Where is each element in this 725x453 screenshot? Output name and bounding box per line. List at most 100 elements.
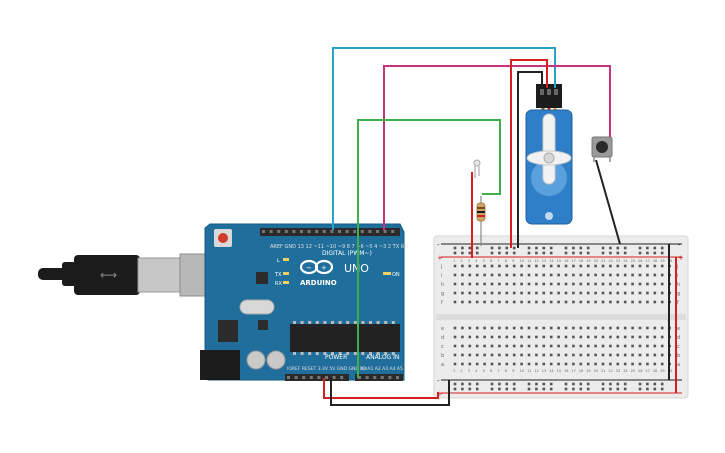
- power-pin[interactable]: [332, 376, 336, 379]
- breadboard-hole[interactable]: [653, 282, 657, 286]
- breadboard-hole[interactable]: [601, 362, 605, 366]
- servo-connector[interactable]: [536, 84, 562, 108]
- rail-hole[interactable]: [542, 382, 546, 386]
- breadboard-hole[interactable]: [542, 300, 546, 304]
- rail-hole[interactable]: [660, 246, 664, 250]
- arduino-uno-board[interactable]: DIGITAL (PWM~) AREF GND 13 12 ~11 ~10 ~9…: [200, 223, 408, 381]
- rail-hole[interactable]: [601, 387, 605, 391]
- breadboard-hole[interactable]: [483, 282, 486, 286]
- breadboard-hole[interactable]: [549, 273, 553, 277]
- breadboard-hole[interactable]: [660, 362, 664, 366]
- rail-hole[interactable]: [653, 251, 657, 255]
- digital-pin[interactable]: [322, 230, 326, 233]
- breadboard-hole[interactable]: [490, 362, 494, 366]
- breadboard-hole[interactable]: [586, 326, 590, 330]
- breadboard-hole[interactable]: [623, 335, 627, 339]
- rail-hole[interactable]: [660, 387, 664, 391]
- digital-pin[interactable]: [315, 230, 319, 233]
- breadboard-hole[interactable]: [572, 344, 575, 348]
- rail-hole[interactable]: [453, 246, 457, 250]
- breadboard-hole[interactable]: [623, 282, 627, 286]
- servo-motor[interactable]: [525, 84, 573, 225]
- rail-hole[interactable]: [638, 382, 642, 386]
- rail-hole[interactable]: [527, 382, 531, 386]
- digital-header[interactable]: [260, 228, 400, 236]
- rail-hole[interactable]: [572, 246, 575, 250]
- breadboard-hole[interactable]: [579, 291, 583, 295]
- rail-hole[interactable]: [505, 382, 509, 386]
- digital-pin[interactable]: [376, 230, 379, 233]
- breadboard-hole[interactable]: [631, 300, 634, 304]
- breadboard-hole[interactable]: [623, 344, 627, 348]
- breadboard-hole[interactable]: [453, 362, 457, 366]
- breadboard-holes[interactable]: [453, 246, 671, 391]
- breadboard-hole[interactable]: [520, 344, 523, 348]
- breadboard-hole[interactable]: [483, 344, 486, 348]
- rail-hole[interactable]: [542, 387, 546, 391]
- breadboard-hole[interactable]: [638, 362, 642, 366]
- power-pin[interactable]: [302, 376, 306, 379]
- breadboard-hole[interactable]: [490, 273, 494, 277]
- breadboard-hole[interactable]: [653, 300, 657, 304]
- breadboard-hole[interactable]: [468, 326, 472, 330]
- rail-hole[interactable]: [527, 387, 531, 391]
- breadboard-hole[interactable]: [616, 282, 620, 286]
- breadboard-hole[interactable]: [564, 264, 568, 268]
- rail-hole[interactable]: [572, 387, 575, 391]
- analog-pin[interactable]: [373, 376, 377, 379]
- rail-hole[interactable]: [564, 246, 568, 250]
- analog-pin[interactable]: [365, 376, 369, 379]
- breadboard-hole[interactable]: [453, 273, 457, 277]
- breadboard-hole[interactable]: [535, 326, 538, 330]
- breadboard-hole[interactable]: [512, 362, 516, 366]
- breadboard-hole[interactable]: [564, 273, 568, 277]
- breadboard-hole[interactable]: [490, 335, 494, 339]
- breadboard-hole[interactable]: [564, 362, 568, 366]
- rail-hole[interactable]: [586, 382, 590, 386]
- analog-pin[interactable]: [388, 376, 392, 379]
- rail-hole[interactable]: [490, 382, 494, 386]
- breadboard-hole[interactable]: [475, 291, 479, 295]
- breadboard-hole[interactable]: [594, 264, 597, 268]
- rail-hole[interactable]: [653, 382, 657, 386]
- breadboard-hole[interactable]: [601, 273, 605, 277]
- breadboard-hole[interactable]: [609, 264, 612, 268]
- breadboard-hole[interactable]: [601, 344, 605, 348]
- rail-hole[interactable]: [572, 382, 575, 386]
- rail-hole[interactable]: [579, 387, 583, 391]
- breadboard-hole[interactable]: [660, 282, 664, 286]
- breadboard-hole[interactable]: [535, 300, 538, 304]
- digital-pin[interactable]: [292, 230, 296, 233]
- breadboard-hole[interactable]: [579, 264, 583, 268]
- breadboard-hole[interactable]: [490, 326, 494, 330]
- breadboard-hole[interactable]: [527, 273, 531, 277]
- power-pin[interactable]: [287, 376, 290, 379]
- breadboard-hole[interactable]: [594, 282, 597, 286]
- breadboard-hole[interactable]: [549, 335, 553, 339]
- breadboard-hole[interactable]: [483, 300, 486, 304]
- breadboard-hole[interactable]: [623, 300, 627, 304]
- breadboard-hole[interactable]: [609, 273, 612, 277]
- breadboard-hole[interactable]: [535, 282, 538, 286]
- rail-hole[interactable]: [512, 251, 516, 255]
- breadboard-hole[interactable]: [564, 335, 568, 339]
- breadboard-hole[interactable]: [616, 353, 620, 357]
- breadboard-hole[interactable]: [527, 353, 531, 357]
- breadboard-hole[interactable]: [623, 353, 627, 357]
- breadboard-hole[interactable]: [549, 353, 553, 357]
- rail-hole[interactable]: [579, 251, 583, 255]
- breadboard-hole[interactable]: [542, 273, 546, 277]
- rail-hole[interactable]: [498, 382, 501, 386]
- breadboard-hole[interactable]: [475, 326, 479, 330]
- breadboard-hole[interactable]: [527, 300, 531, 304]
- breadboard-hole[interactable]: [475, 344, 479, 348]
- digital-pin[interactable]: [300, 230, 303, 233]
- breadboard-hole[interactable]: [468, 264, 472, 268]
- breadboard-hole[interactable]: [646, 353, 649, 357]
- breadboard-hole[interactable]: [646, 362, 649, 366]
- breadboard-hole[interactable]: [579, 362, 583, 366]
- breadboard-hole[interactable]: [490, 264, 494, 268]
- breadboard-hole[interactable]: [660, 326, 664, 330]
- breadboard-hole[interactable]: [579, 344, 583, 348]
- rail-hole[interactable]: [461, 251, 464, 255]
